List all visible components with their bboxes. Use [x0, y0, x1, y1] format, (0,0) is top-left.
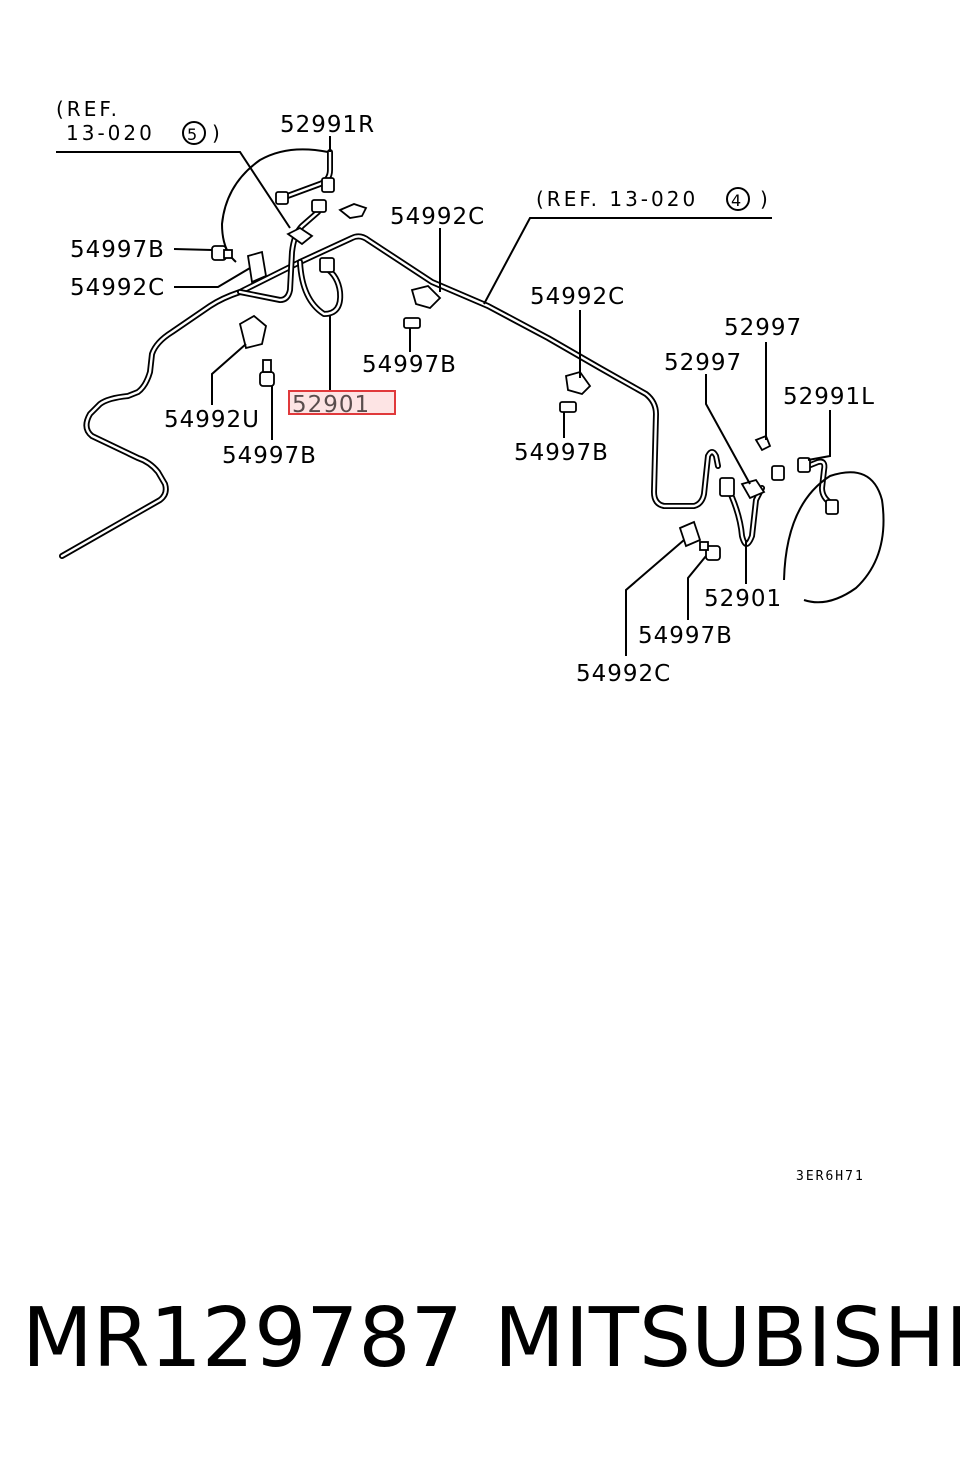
part-52901-right-hose [719, 477, 765, 547]
part-52901-left-hose [286, 226, 344, 317]
part-54997B-bolt-mid2 [559, 401, 577, 413]
label-52991L[interactable]: 52991L [783, 384, 875, 410]
part-52997-fittings [740, 434, 785, 500]
drawing-code: 3ER6H71 [796, 1169, 865, 1184]
part-52991R-pipe [275, 149, 335, 213]
svg-text:4: 4 [731, 191, 741, 210]
brake-pipe [59, 209, 835, 559]
label-54992C[interactable]: 54992C [390, 204, 485, 230]
part-52991L-fittings [797, 457, 839, 515]
svg-text:5: 5 [187, 125, 197, 144]
label-52991R[interactable]: 52991R [280, 112, 375, 138]
svg-text:(REF. 13-020: (REF. 13-020 [536, 187, 698, 211]
label-54992C[interactable]: 54992C [70, 275, 165, 301]
svg-text:13-020: 13-020 [66, 121, 155, 145]
label-54997B[interactable]: 54997B [362, 352, 457, 378]
label-52901-highlighted[interactable]: 52901 [292, 392, 370, 418]
part-54997B-bolt-lower [259, 359, 275, 387]
label-52901[interactable]: 52901 [704, 586, 782, 612]
part-54997B-bolt-left [211, 245, 233, 261]
leader-lines [173, 136, 831, 656]
part-54992C-bracket-mid1 [410, 285, 442, 310]
label-54997B[interactable]: 54997B [70, 237, 165, 263]
ref-note-left: (REF. 13-020 5 ) [56, 97, 291, 229]
svg-text:): ) [760, 187, 771, 211]
part-54992C-bracket-left [246, 250, 268, 284]
right-wheel-drum-outline [783, 471, 885, 604]
clip-icon [338, 203, 368, 219]
label-54992C[interactable]: 54992C [530, 284, 625, 310]
part-54992C-bracket-mid2 [564, 370, 592, 396]
brand-name: MITSUBISHI [494, 1291, 960, 1386]
svg-text:): ) [212, 121, 223, 145]
highlight-box [288, 390, 396, 415]
label-52997[interactable]: 52997 [724, 315, 802, 341]
label-54997B[interactable]: 54997B [222, 443, 317, 469]
part-number: MR129787 [22, 1291, 463, 1386]
label-54997B[interactable]: 54997B [638, 623, 733, 649]
label-54997B[interactable]: 54997B [514, 440, 609, 466]
ref-note-right: (REF. 13-020 4 ) [483, 187, 772, 305]
label-54992C[interactable]: 54992C [576, 661, 671, 687]
label-52997[interactable]: 52997 [664, 350, 742, 376]
label-54992U[interactable]: 54992U [164, 407, 260, 433]
part-54992U-bracket [238, 314, 267, 350]
part-54997B-bolt-mid1 [403, 317, 421, 329]
part-54997B-bolt-right [699, 541, 721, 561]
part-labels: 52991R 54997B 54992C 54992C 54997B 52901… [70, 112, 875, 687]
svg-text:(REF.: (REF. [56, 97, 120, 121]
left-wheel-drum-outline [220, 148, 329, 263]
part-54992C-bracket-right [678, 520, 702, 548]
